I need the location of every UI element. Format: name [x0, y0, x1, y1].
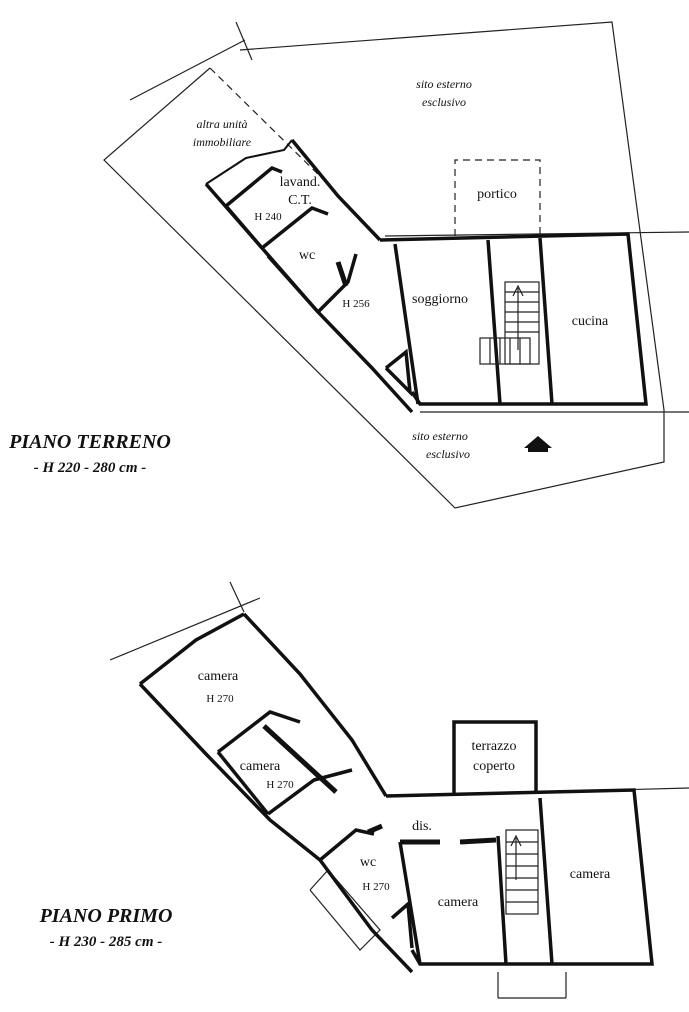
bedroom-top-label: camera: [198, 669, 239, 684]
first-floor-title: PIANO PRIMO: [39, 905, 173, 927]
first-floor-main-walls: [385, 788, 654, 966]
first-floor-staircase: [505, 829, 539, 915]
other-unit-label-1: altra unità: [196, 117, 247, 131]
portico-label: portico: [477, 187, 517, 202]
first-floor-heights: - H 230 - 285 cm -: [50, 934, 162, 950]
bedroom-mid-label: camera: [240, 759, 281, 774]
ground-floor-title: PIANO TERRENO: [8, 431, 171, 453]
bedroom-mid-height: H 270: [266, 779, 294, 791]
entrance-icon: [524, 436, 552, 452]
landing-label: dis.: [412, 819, 432, 834]
other-unit-label-2: immobiliare: [193, 135, 252, 149]
terrace-label-2: coperto: [473, 759, 515, 774]
outside-south-label-1: sito esterno: [412, 429, 468, 443]
outside-south-label-2: esclusivo: [426, 447, 470, 461]
covered-terrace-walls: [452, 720, 538, 796]
ground-floor-staircase: [479, 281, 540, 365]
living-room-label: soggiorno: [412, 292, 468, 307]
first-floor-wing-inner-wall: [242, 612, 388, 797]
ground-floor-labels: sito esterno esclusivo altra unità immob…: [193, 77, 609, 461]
hall-height-label: H 256: [342, 298, 370, 310]
kitchen-label: cucina: [572, 314, 609, 329]
laundry-label: lavand.: [280, 175, 321, 190]
neighbour-boundary: [209, 67, 331, 187]
wc-height-label: H 270: [362, 881, 390, 893]
first-floor-labels: camera H 270 camera H 270 terrazzo coper…: [198, 669, 611, 910]
portico-outline: [454, 159, 541, 236]
site-boundary: [103, 21, 665, 509]
bedroom-top-height: H 270: [206, 693, 234, 705]
first-wc-label: wc: [360, 855, 376, 870]
bedroom-right-label: camera: [570, 867, 611, 882]
outside-north-label-2: esclusivo: [422, 95, 466, 109]
boiler-label: C.T.: [288, 193, 312, 208]
first-floor-wing-outer-wall: [138, 682, 414, 974]
wing-inner-wall: [290, 138, 382, 242]
ground-floor-plan: [103, 21, 689, 509]
bedroom-front-label: camera: [438, 895, 479, 910]
ground-floor-heights: - H 220 - 280 cm -: [34, 460, 146, 476]
laundry-height-label: H 240: [254, 211, 282, 223]
terrace-label-1: terrazzo: [471, 739, 516, 754]
outside-north-label-1: sito esterno: [416, 77, 472, 91]
ground-wc-label: wc: [299, 248, 315, 263]
first-floor-plan: [109, 581, 689, 999]
